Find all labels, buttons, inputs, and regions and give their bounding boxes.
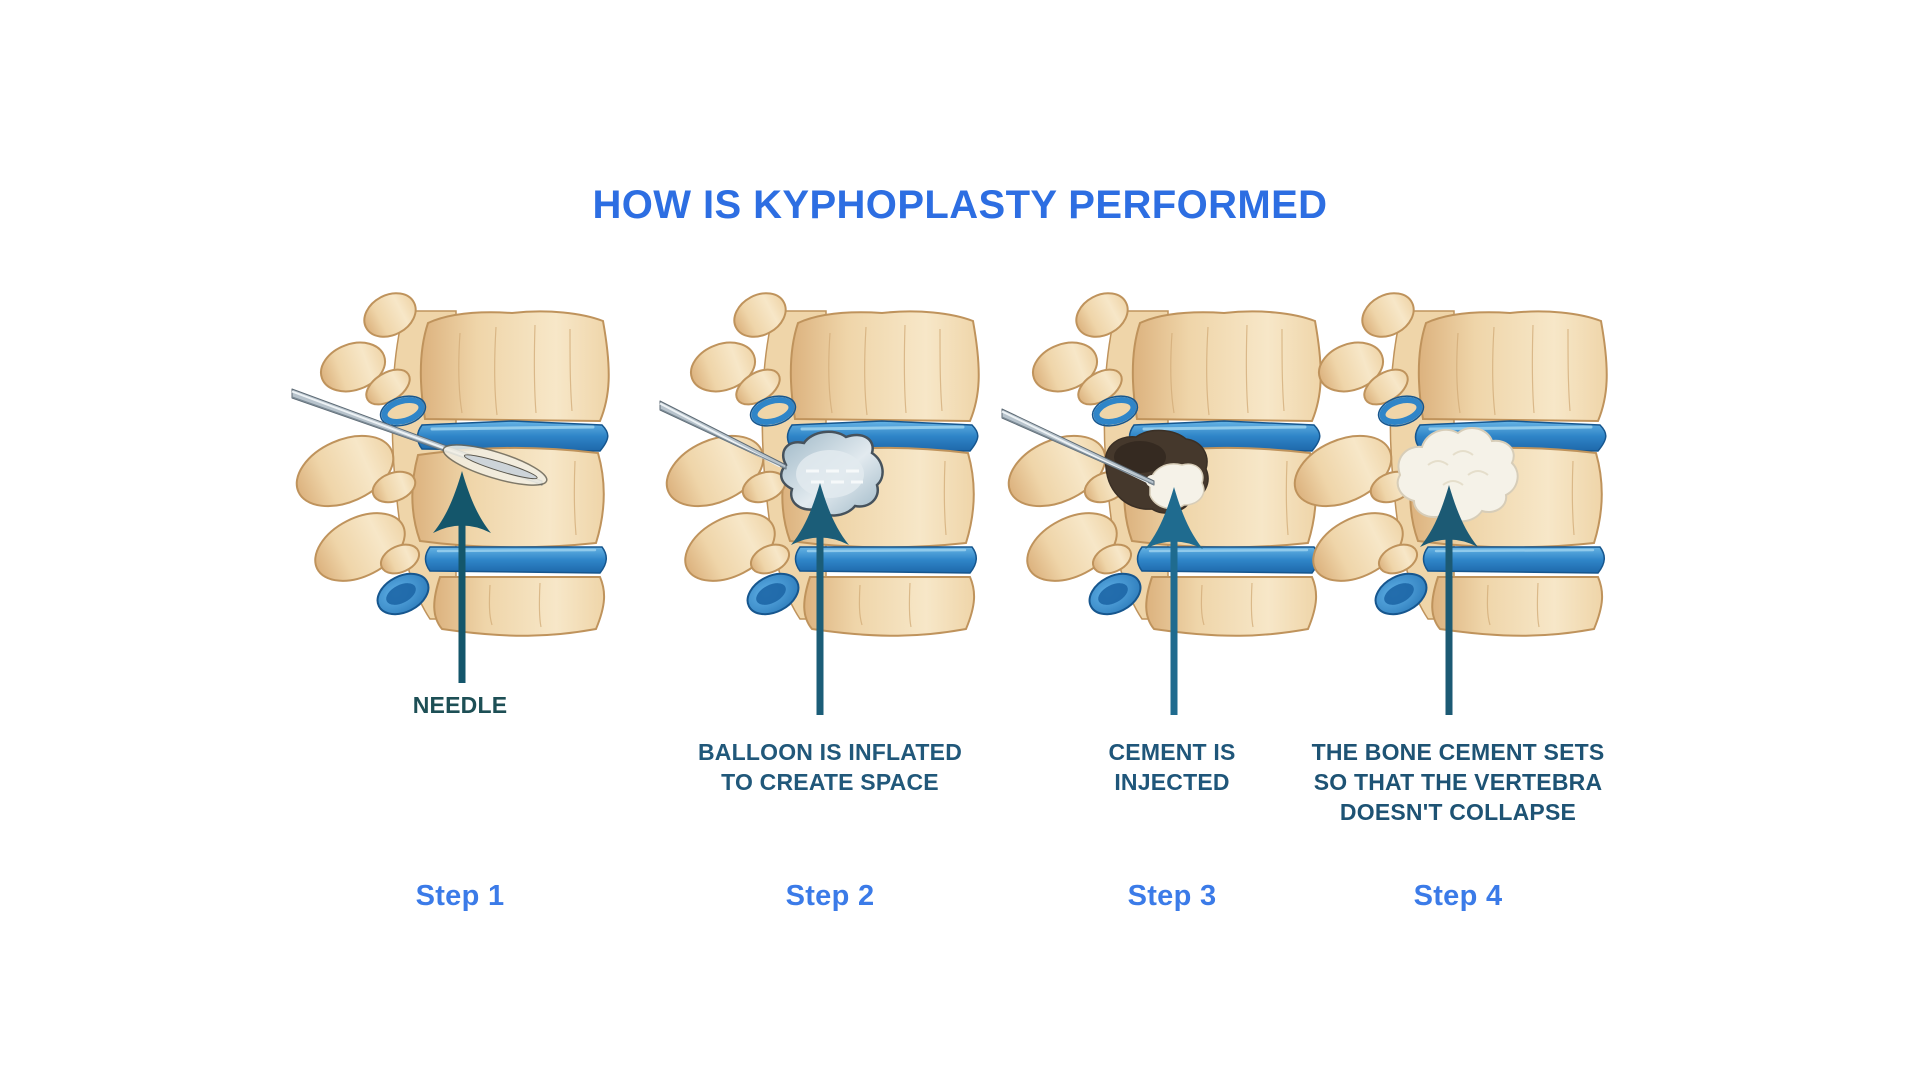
spine-illustration-step-1	[291, 292, 610, 683]
needle-icon	[659, 400, 787, 470]
annotation-label: BALLOON IS INFLATED TO CREATE SPACE	[635, 737, 1025, 797]
annotation-label: THE BONE CEMENT SETS SO THAT THE VERTEBRA…	[1263, 737, 1653, 827]
annotation-line: SO THAT THE VERTEBRA	[1313, 769, 1603, 795]
step-column-2: BALLOON IS INFLATED TO CREATE SPACE Step …	[659, 285, 1000, 945]
annotation-line: NEEDLE	[412, 692, 508, 718]
annotation-line: BALLOON IS INFLATED	[697, 739, 963, 765]
annotation-line: THE BONE CEMENT SETS	[1311, 739, 1605, 765]
spine-illustration-step-4	[1293, 292, 1608, 715]
up-arrow-icon	[1145, 487, 1203, 715]
step-label: Step 4	[1413, 880, 1503, 912]
spine-icon	[1293, 292, 1608, 637]
annotation-line: INJECTED	[1114, 769, 1230, 795]
step-column-1: NEEDLE Step 1	[290, 285, 630, 945]
spine-icon	[295, 292, 610, 637]
annotation-line: DOESN'T COLLAPSE	[1339, 799, 1577, 825]
facet-ring-icon	[381, 397, 425, 425]
facet-ring-icon	[751, 397, 795, 425]
annotation-label: NEEDLE	[265, 690, 655, 720]
step-label: Step 3	[1127, 880, 1217, 912]
needle-tract-icon	[442, 444, 548, 486]
cement-icon	[1396, 426, 1519, 523]
needle-icon	[1001, 408, 1155, 486]
facet-ring-icon	[1093, 397, 1137, 425]
page-title: HOW IS KYPHOPLASTY PERFORMED	[592, 182, 1328, 227]
step-label: Step 2	[785, 880, 875, 912]
up-arrow-icon	[433, 471, 491, 683]
annotation-label: CEMENT IS INJECTED	[977, 737, 1367, 797]
up-arrow-icon	[1420, 485, 1478, 715]
step-column-3: CEMENT IS INJECTED Step 3	[1001, 285, 1342, 945]
spine-illustration-step-3	[1001, 292, 1322, 715]
balloon-icon	[779, 430, 884, 517]
up-arrow-icon	[791, 483, 849, 715]
step-column-4: THE BONE CEMENT SETS SO THAT THE VERTEBRA…	[1288, 285, 1628, 945]
annotation-line: CEMENT IS	[1108, 739, 1236, 765]
annotation-line: TO CREATE SPACE	[721, 769, 939, 795]
step-label: Step 1	[415, 880, 505, 912]
spine-illustration-step-2	[659, 292, 980, 715]
facet-ring-icon	[1379, 397, 1423, 425]
